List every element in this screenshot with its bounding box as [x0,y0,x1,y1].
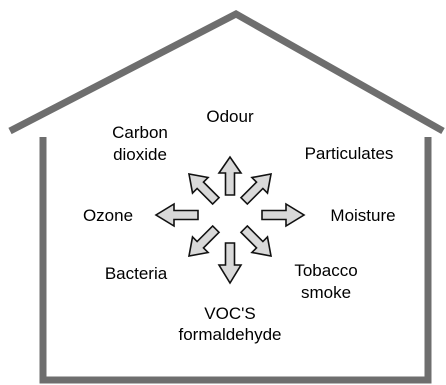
arrow-vocs [217,242,243,285]
arrow-bacteria [187,224,221,258]
label-tobacco-smoke-line1: Tobacco [294,261,357,280]
label-ozone: Ozone [83,206,133,225]
label-moisture: Moisture [330,206,395,225]
arrow-moisture [261,202,306,228]
label-particulates: Particulates [305,144,394,163]
arrow-particulates [239,172,273,206]
arrow-carbon-dioxide [187,172,221,206]
label-carbon-dioxide-line2: dioxide [113,145,167,164]
labels-group: Odour Carbon dioxide Particulates Ozone … [83,107,396,344]
arrows-group [154,155,306,285]
house-outline [8,10,445,384]
label-odour: Odour [206,107,254,126]
label-bacteria: Bacteria [105,264,168,283]
house-walls [39,137,432,384]
label-vocs-line2: formaldehyde [178,325,281,344]
label-vocs-line1: VOC'S [204,304,255,323]
label-carbon-dioxide-line1: Carbon [112,123,168,142]
arrow-tobacco-smoke [239,224,273,258]
label-tobacco-smoke-line2: smoke [301,283,351,302]
arrow-ozone [154,202,199,228]
arrow-odour [217,155,243,196]
house-roof [8,10,445,135]
